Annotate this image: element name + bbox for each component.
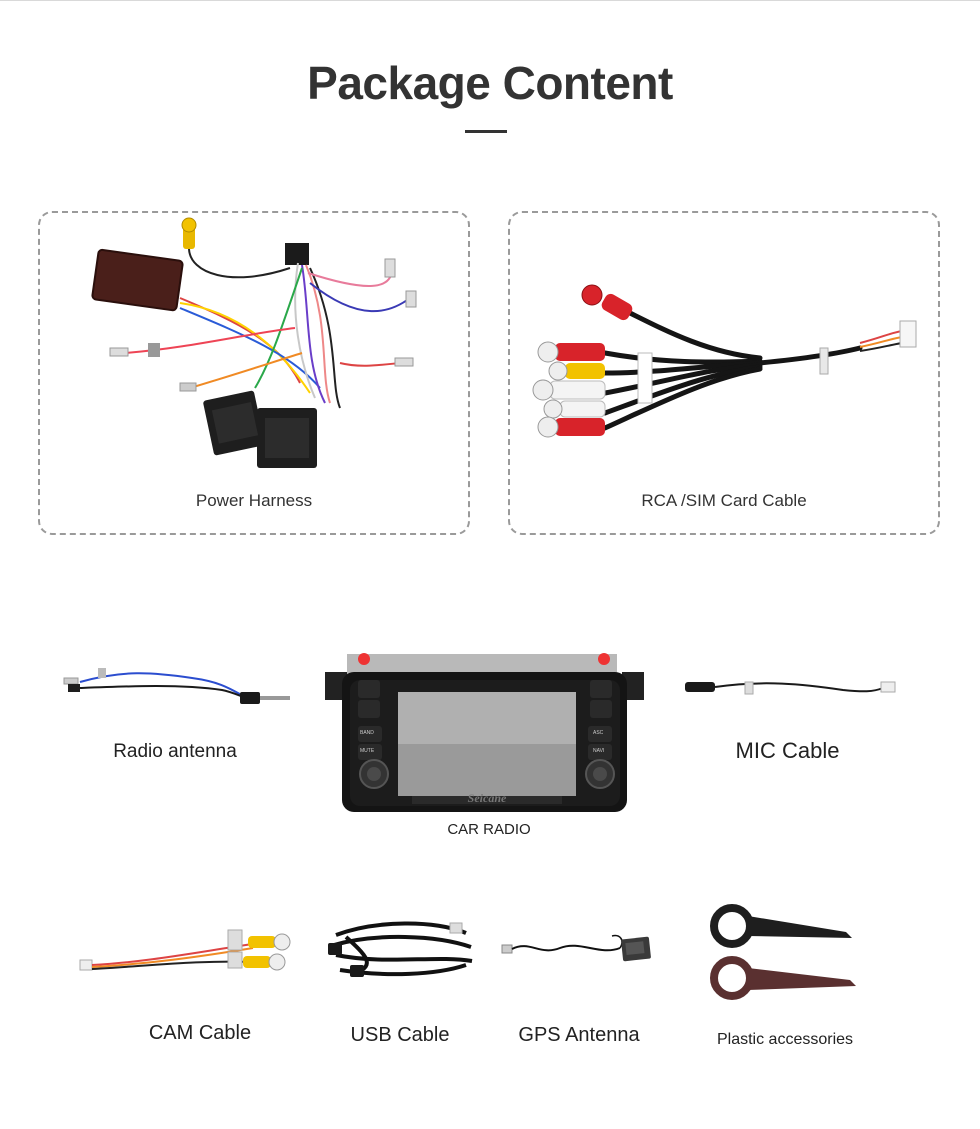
cam-cable-image (79, 929, 291, 971)
radio-button-mute: MUTE (360, 748, 375, 754)
cam-cable-item (78, 922, 298, 982)
plastic-accessories-item (706, 902, 858, 1004)
gps-antenna-item (500, 930, 660, 970)
plastic-accessories-image (710, 904, 856, 1000)
radio-antenna-item (62, 660, 297, 710)
title-underline (465, 130, 507, 133)
gps-antenna-image (501, 934, 651, 962)
mic-cable-label: MIC Cable (735, 738, 840, 763)
power-harness-label: Power Harness (195, 491, 313, 510)
page-title: Package Content (307, 57, 673, 109)
rca-sim-cable-image (532, 284, 917, 438)
radio-button-band: BAND (360, 730, 374, 736)
plastic-accessories-label: Plastic accessories (716, 1031, 854, 1048)
cam-cable-label: CAM Cable (148, 1022, 252, 1044)
car-radio-item: BAND MUTE ASC NAVI Seicane (322, 650, 649, 815)
radio-button-asc: ASC (593, 730, 604, 736)
radio-antenna-image (63, 668, 290, 704)
power-harness-image (91, 217, 417, 468)
radio-button-navi: NAVI (593, 748, 605, 754)
power-harness-card: Power Harness (38, 211, 470, 535)
gps-antenna-label: GPS Antenna (518, 1024, 640, 1046)
top-divider (0, 0, 980, 1)
radio-antenna-label: Radio antenna (113, 741, 237, 762)
radio-brand-logo: Seicane (467, 791, 507, 805)
car-radio-image (325, 653, 644, 812)
usb-cable-label: USB Cable (350, 1024, 450, 1046)
usb-cable-image (328, 921, 473, 977)
mic-cable-image (685, 681, 896, 695)
rca-sim-cable-label: RCA /SIM Card Cable (641, 491, 807, 510)
usb-cable-item (326, 915, 478, 983)
car-radio-label: CAR RADIO (447, 821, 531, 838)
mic-cable-item (683, 672, 901, 702)
rca-sim-cable-card: RCA /SIM Card Cable (508, 211, 940, 535)
